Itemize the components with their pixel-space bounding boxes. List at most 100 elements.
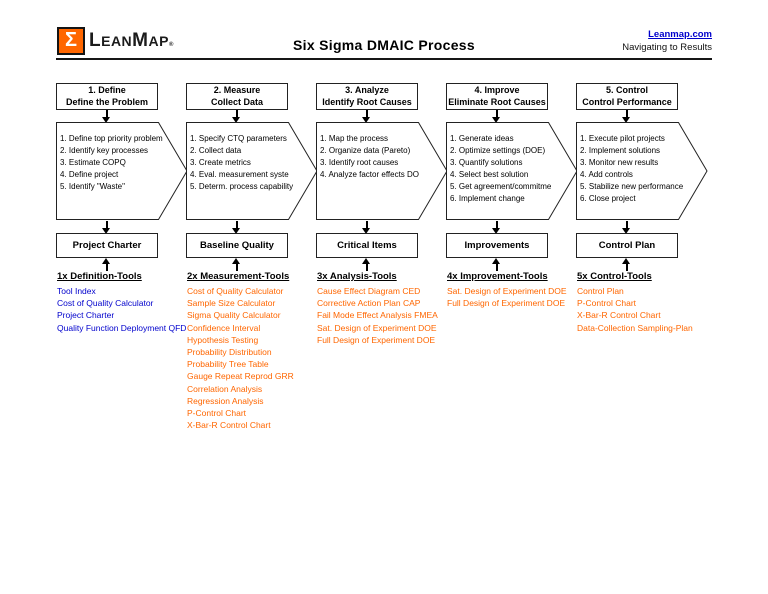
stage-box-control: 5. Control Control Performance <box>576 83 678 110</box>
tool-link[interactable]: Cost of Quality Calculator <box>187 286 284 296</box>
leanmap-link[interactable]: Leanmap.com <box>648 29 712 40</box>
process-chevron <box>446 122 578 220</box>
stage-box-improve: 4. Improve Eliminate Root Causes <box>446 83 548 110</box>
stage-title: 1. Define <box>88 85 126 95</box>
step-item: 1. Generate ideas <box>450 134 514 143</box>
tool-link[interactable]: X-Bar-R Control Chart <box>187 420 271 431</box>
deliverable-box: Critical Items <box>316 233 418 258</box>
tool-link[interactable]: Sat. Design of Experiment DOE <box>317 322 437 333</box>
step-item: 4. Select best solution <box>450 169 529 179</box>
arrow-down-icon <box>362 221 371 234</box>
tool-link[interactable]: Hypothesis Testing <box>187 334 259 345</box>
step-item: 1. Execute pilot projects <box>580 134 665 143</box>
stage-title: 4. Improve <box>474 85 520 95</box>
step-item: 3. Estimate COPQ <box>60 157 126 167</box>
tool-link[interactable]: Sigma Quality Calculator <box>187 310 281 321</box>
tool-link[interactable]: Quality Function Deployment QFD <box>57 322 187 333</box>
tool-link[interactable]: Full Design of Experiment DOE <box>447 298 566 309</box>
arrow-down-icon <box>232 221 241 234</box>
logo-wordmark: LEANMAP® <box>89 30 174 52</box>
arrow-down-icon <box>232 110 241 123</box>
tool-link[interactable]: Full Design of Experiment DOE <box>317 334 436 345</box>
stage-title: 3. Analyze <box>345 85 389 95</box>
tools-list: Sat. Design of Experiment DOE Full Design… <box>447 285 567 309</box>
tool-link[interactable]: Tool Index <box>57 286 96 296</box>
tool-link[interactable]: Probability Tree Table <box>187 359 269 370</box>
step-item: 4. Add controls <box>580 169 633 179</box>
tool-link[interactable]: Probability Distribution <box>187 347 272 358</box>
stage-title: 2. Measure <box>213 85 261 95</box>
arrow-down-icon <box>622 110 631 123</box>
arrow-up-icon <box>492 258 501 271</box>
stage-subtitle: Eliminate Root Causes <box>448 96 546 107</box>
tools-list: Cause Effect Diagram CED Corrective Actio… <box>317 285 438 346</box>
tool-link[interactable]: Correlation Analysis <box>187 383 263 394</box>
tool-link[interactable]: Project Charter <box>57 310 115 321</box>
arrow-down-icon <box>492 110 501 123</box>
tool-link[interactable]: Regression Analysis <box>187 395 264 406</box>
step-item: 3. Quantify solutions <box>450 157 523 167</box>
column-analyze: 3. Analyze Identify Root Causes 1. Map t… <box>316 0 448 594</box>
tool-link[interactable]: P-Control Chart <box>577 298 637 309</box>
tools-section-improve: 4x Improvement-Tools Sat. Design of Expe… <box>447 271 567 309</box>
step-item: 3. Monitor new results <box>580 157 659 167</box>
step-item: 2. Identify key processes <box>60 145 149 155</box>
tool-link[interactable]: Confidence Interval <box>187 322 261 333</box>
process-chevron <box>56 122 188 220</box>
step-item: 2. Organize data (Pareto) <box>320 145 411 155</box>
arrow-down-icon <box>102 110 111 123</box>
step-list: 1. Map the process 2. Organize data (Pare… <box>320 133 446 181</box>
stage-subtitle: Control Performance <box>582 96 672 107</box>
deliverable-box: Control Plan <box>576 233 678 258</box>
tool-link[interactable]: Corrective Action Plan CAP <box>317 298 421 309</box>
deliverable-box: Project Charter <box>56 233 158 258</box>
logo-letters: EAN <box>101 33 133 49</box>
tool-link[interactable]: Gauge Repeat Reprod GRR <box>187 371 294 382</box>
tool-link[interactable]: P-Control Chart <box>187 408 247 419</box>
step-item: 1. Map the process <box>320 134 389 143</box>
tools-heading: 1x Definition-Tools <box>57 271 142 282</box>
tool-link[interactable]: Sat. Design of Experiment DOE <box>447 286 567 296</box>
arrow-up-icon <box>232 258 241 271</box>
process-chevron <box>186 122 318 220</box>
stage-title: 5. Control <box>606 85 648 95</box>
tagline: Navigating to Results <box>622 42 712 53</box>
logo-letters: AP <box>148 33 169 49</box>
step-item: 1. Specify CTQ parameters <box>190 134 287 143</box>
arrow-down-icon <box>622 221 631 234</box>
step-item: 4. Analyze factor effects DO <box>320 169 420 179</box>
step-item: 5. Identify "Waste" <box>60 181 125 191</box>
step-item: 3. Create metrics <box>190 157 251 167</box>
header-links: Leanmap.com Navigating to Results <box>622 28 712 54</box>
tools-section-analyze: 3x Analysis-Tools Cause Effect Diagram C… <box>317 271 438 346</box>
process-chevron <box>576 122 708 220</box>
column-improve: 4. Improve Eliminate Root Causes 1. Gene… <box>446 0 578 594</box>
tools-heading: 4x Improvement-Tools <box>447 271 548 282</box>
sigma-logo-icon: Σ <box>57 27 85 55</box>
tool-link[interactable]: Cost of Quality Calculator <box>57 298 154 309</box>
deliverable-box: Baseline Quality <box>186 233 288 258</box>
tool-link[interactable]: X-Bar-R Control Chart <box>577 310 661 321</box>
step-item: 6. Close project <box>580 193 636 203</box>
deliverable-box: Improvements <box>446 233 548 258</box>
stage-box-define: 1. Define Define the Problem <box>56 83 158 110</box>
tools-heading: 3x Analysis-Tools <box>317 271 397 282</box>
logo-letter: M <box>132 30 149 51</box>
tool-link[interactable]: Control Plan <box>577 286 624 296</box>
step-item: 4. Eval. measurement syste <box>190 169 289 179</box>
stage-box-analyze: 3. Analyze Identify Root Causes <box>316 83 418 110</box>
logo-letter: L <box>89 30 102 51</box>
tools-heading: 2x Measurement-Tools <box>187 271 290 282</box>
stage-subtitle: Define the Problem <box>65 96 148 107</box>
column-control: 5. Control Control Performance 1. Execut… <box>576 0 708 594</box>
header-divider <box>56 58 712 60</box>
arrow-up-icon <box>362 258 371 271</box>
tool-link[interactable]: Fail Mode Effect Analysis FMEA <box>317 310 438 321</box>
step-item: 2. Optimize settings (DOE) <box>450 145 546 155</box>
tool-link[interactable]: Data-Collection Sampling-Plan <box>577 322 693 333</box>
tool-link[interactable]: Sample Size Calculator <box>187 298 276 309</box>
tool-link[interactable]: Cause Effect Diagram CED <box>317 286 421 296</box>
